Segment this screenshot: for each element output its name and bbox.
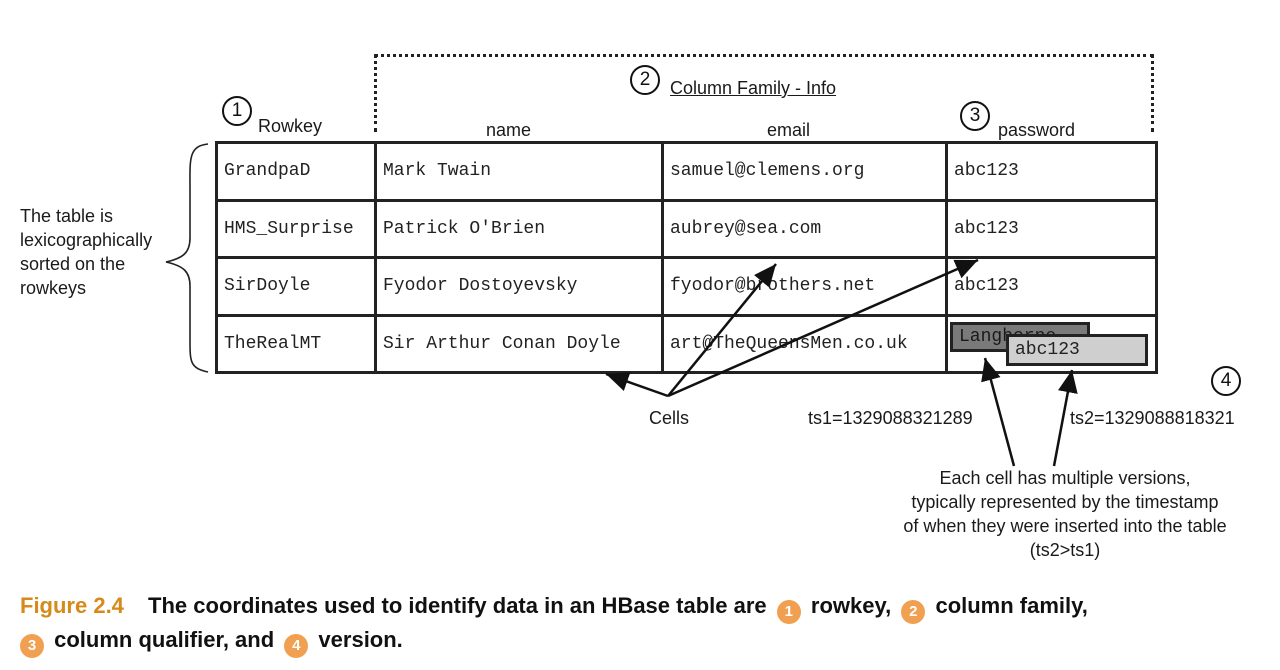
password-cell: abc123 — [945, 141, 1158, 202]
ts1-label: ts1=1329088321289 — [808, 408, 973, 428]
rowkey-cell: GrandpaD — [215, 141, 377, 202]
sorted-note-line: lexicographically — [20, 230, 153, 250]
ts2-label: ts2=1329088818321 — [1070, 408, 1235, 428]
versions-note-line: Each cell has multiple versions, — [939, 468, 1191, 488]
email-cell: fyodor@brothers.net — [661, 256, 948, 317]
email-cell: art@TheQueensMen.co.uk — [661, 313, 948, 374]
version-newer: abc123 — [1006, 334, 1148, 366]
figure-caption: Figure 2.4 The coordinates used to ident… — [20, 590, 1270, 658]
password-cell: abc123 — [945, 256, 1158, 317]
figure-number: Figure 2.4 — [20, 593, 124, 618]
qualifier-password: password — [998, 120, 1076, 140]
qualifier-email: email — [767, 120, 811, 140]
column-family-label: Column Family - Info — [670, 78, 837, 98]
cells-arrow-2 — [667, 263, 777, 397]
version-arrow-1 — [981, 357, 1016, 467]
name-cell: Fyodor Dostoyevsky — [374, 256, 664, 317]
email-cell: samuel@clemens.org — [661, 141, 948, 202]
cells-label: Cells — [649, 408, 690, 428]
caption-marker-4: 4 — [284, 634, 309, 658]
table-row: SirDoyle Fyodor Dostoyevsky fyodor@broth… — [215, 256, 1158, 317]
rowkey-cell: SirDoyle — [215, 256, 377, 317]
caption-marker-1: 1 — [776, 600, 801, 624]
rowkeys-brace — [165, 143, 209, 373]
qualifier-name: name — [486, 120, 532, 140]
password-cell: abc123 — [945, 198, 1158, 259]
name-cell: Sir Arthur Conan Doyle — [374, 313, 664, 374]
version-arrow-2 — [1052, 369, 1078, 467]
marker-3: 3 — [960, 101, 990, 131]
versions-note-line: of when they were inserted into the tabl… — [903, 516, 1227, 536]
caption-lead: The coordinates used to identify data in… — [148, 593, 767, 618]
caption-part-2: column family, — [935, 593, 1088, 618]
table-row: HMS_Surprise Patrick O'Brien aubrey@sea.… — [215, 198, 1158, 259]
rowkey-cell: HMS_Surprise — [215, 198, 377, 259]
sorted-note-line: sorted on the — [20, 254, 126, 274]
rowkey-header: Rowkey — [258, 116, 323, 136]
marker-2: 2 — [630, 65, 660, 95]
caption-part-1: rowkey, — [810, 593, 892, 618]
sorted-note-line: The table is — [20, 206, 114, 226]
versions-note-line: (ts2>ts1) — [1029, 540, 1101, 560]
cells-arrow-3 — [667, 258, 979, 398]
caption-marker-2: 2 — [901, 600, 926, 624]
versions-note-line: typically represented by the timestamp — [911, 492, 1219, 512]
sorted-note: The table is lexicographically sorted on… — [20, 204, 152, 300]
name-cell: Mark Twain — [374, 141, 664, 202]
name-cell: Patrick O'Brien — [374, 198, 664, 259]
caption-marker-3: 3 — [20, 634, 44, 658]
marker-1: 1 — [222, 96, 252, 126]
rowkey-cell: TheRealMT — [215, 313, 377, 374]
caption-part-4: version. — [318, 627, 403, 652]
caption-part-3: column qualifier, and — [54, 627, 275, 652]
marker-4: 4 — [1211, 366, 1241, 396]
email-cell: aubrey@sea.com — [661, 198, 948, 259]
cells-arrow-1 — [605, 372, 669, 398]
column-family-boundary — [374, 54, 1154, 132]
sorted-note-line: rowkeys — [20, 278, 87, 298]
versions-note: Each cell has multiple versions, typical… — [860, 466, 1270, 562]
table-row: GrandpaD Mark Twain samuel@clemens.org a… — [215, 141, 1158, 202]
